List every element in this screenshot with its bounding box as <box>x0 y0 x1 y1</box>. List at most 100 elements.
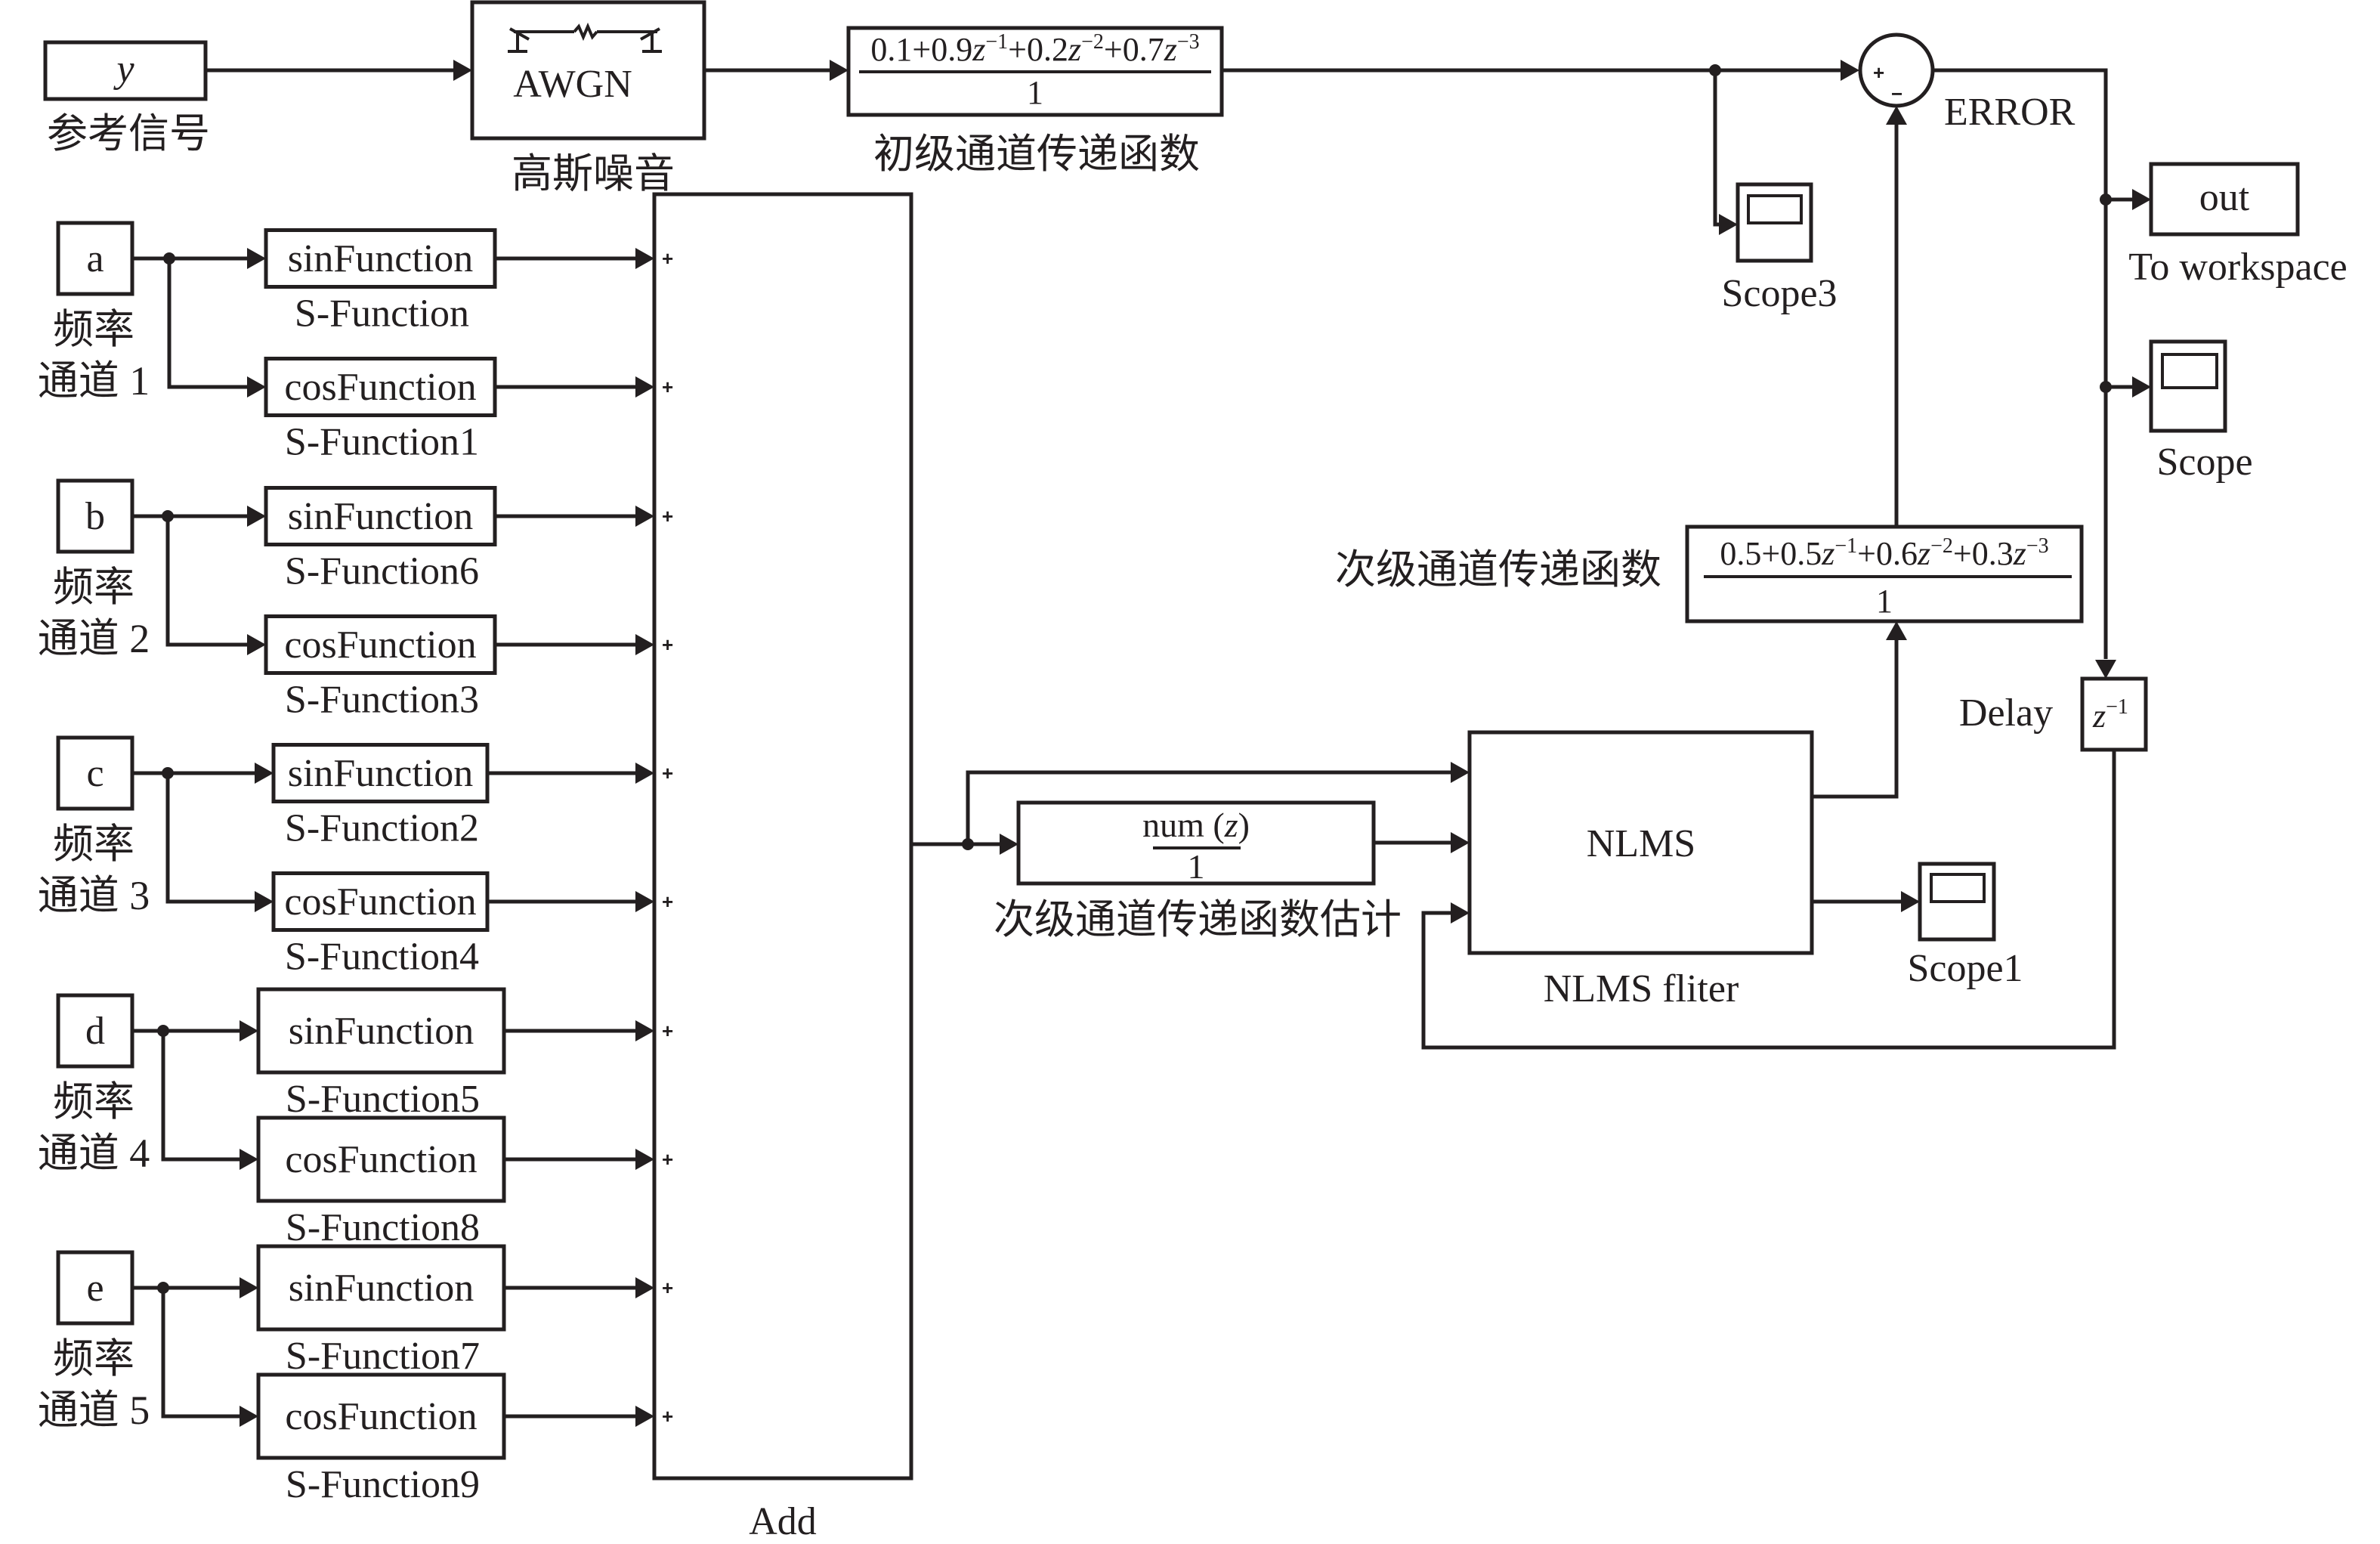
arrow-head <box>635 248 654 269</box>
add-input-sign: + <box>662 1276 673 1299</box>
cos-function-block[interactable]: cosFunction <box>271 871 490 932</box>
add-input-sign: + <box>662 1020 673 1042</box>
primary-transfer-function-block[interactable]: 0.1+0.9z−1+0.2z−2+0.7z−3 1 <box>846 26 1224 117</box>
sin-function-text: sinFunction <box>289 1267 474 1310</box>
arrow-head <box>635 1149 654 1170</box>
primary-tf-numerator: 0.1+0.9z−1+0.2z−2+0.7z−3 <box>870 30 1199 68</box>
cos-function-text: cosFunction <box>284 623 476 667</box>
sin-function-block[interactable]: sinFunction <box>264 228 497 289</box>
cos-function-text: cosFunction <box>284 880 476 924</box>
scope-label: Scope <box>2156 441 2252 484</box>
awgn-block[interactable]: AWGN <box>470 0 706 141</box>
cos-function-block[interactable]: cosFunction <box>264 357 497 417</box>
channel-source-block[interactable]: d <box>56 993 134 1069</box>
arrow-head <box>255 763 274 784</box>
channel-source-block[interactable]: c <box>56 735 134 811</box>
cos-function-block[interactable]: cosFunction <box>256 1372 506 1460</box>
cos-function-name: S-Function3 <box>285 679 479 722</box>
reference-signal-label: 参考信号 <box>47 111 210 156</box>
scope-block[interactable] <box>2149 339 2227 433</box>
channel-source-block[interactable]: a <box>56 221 134 296</box>
wire-to-scope3 <box>1713 70 1720 227</box>
cos-function-block[interactable]: cosFunction <box>256 1115 506 1203</box>
add-label: Add <box>749 1500 817 1543</box>
channel-label-line1: 频率 <box>53 822 134 867</box>
arrow-head <box>1886 621 1907 640</box>
awgn-channel-icon <box>508 22 662 53</box>
channel-label-line1: 频率 <box>53 1079 134 1125</box>
arrow-head <box>240 1277 258 1298</box>
scope1-block[interactable] <box>1918 862 1996 942</box>
add-input-sign: + <box>662 376 673 398</box>
secondary-tf-numerator: 0.5+0.5z−1+0.6z−2+0.3z−3 <box>1720 534 2048 572</box>
channel-label-line2: 通道 5 <box>38 1388 150 1433</box>
sin-function-block[interactable]: sinFunction <box>256 1244 506 1332</box>
secondary-estimate-block[interactable]: num (z) 1 <box>1016 800 1376 886</box>
cos-function-text: cosFunction <box>284 366 476 409</box>
sum-block[interactable]: + − <box>1858 32 1935 108</box>
arrow-head <box>247 376 266 398</box>
arrow-head <box>1719 214 1738 235</box>
awgn-block-text: AWGN <box>513 63 632 106</box>
delay-block-text: z−1 <box>2092 695 2128 735</box>
add-block[interactable] <box>652 192 913 1481</box>
reference-signal-block[interactable]: y <box>43 40 208 101</box>
arrow-head <box>247 248 266 269</box>
channel-source-block[interactable]: e <box>56 1250 134 1326</box>
arrow-head <box>1000 834 1018 855</box>
cos-function-block[interactable]: cosFunction <box>264 614 497 675</box>
arrow-head <box>1901 891 1920 912</box>
sin-function-block[interactable]: sinFunction <box>256 987 506 1075</box>
sin-function-block[interactable]: sinFunction <box>271 743 490 803</box>
cos-function-text: cosFunction <box>285 1138 477 1181</box>
nlms-block-text: NLMS <box>1587 822 1695 865</box>
arrow-head <box>635 1020 654 1041</box>
channel-source-block[interactable]: b <box>56 478 134 554</box>
sin-function-name: S-Function5 <box>286 1078 480 1121</box>
wire-source-to-cos <box>161 1288 240 1419</box>
estimate-denominator: 1 <box>1188 847 1205 886</box>
add-input-sign: + <box>662 505 673 528</box>
channel-source-text: b <box>85 495 105 538</box>
channel-label-line1: 频率 <box>53 565 134 610</box>
channel-source-text: d <box>85 1010 105 1053</box>
arrow-head <box>1451 832 1470 853</box>
arrow-head <box>635 891 654 912</box>
scope-screen-icon <box>1747 194 1803 224</box>
estimate-numerator: num (z) <box>1142 806 1250 844</box>
delay-block[interactable]: z−1 <box>2080 676 2148 752</box>
add-input-sign: + <box>662 762 673 784</box>
to-workspace-label: To workspace <box>2128 246 2347 289</box>
cos-function-name: S-Function1 <box>285 421 479 464</box>
arrow-head <box>240 1020 258 1041</box>
wire-error-bus <box>1933 68 2108 659</box>
to-workspace-block[interactable]: out <box>2149 162 2300 237</box>
nlms-block[interactable]: NLMS <box>1467 730 1814 955</box>
arrow-head <box>1451 762 1470 783</box>
wire-source-to-cos <box>161 1031 240 1162</box>
error-label: ERROR <box>1944 91 2076 134</box>
sin-function-text: sinFunction <box>288 752 474 795</box>
scope3-block[interactable] <box>1736 182 1813 263</box>
channel-source-text: a <box>86 237 104 280</box>
add-input-sign: + <box>662 633 673 656</box>
primary-tf-label: 初级通道传递函数 <box>873 132 1200 177</box>
add-input-sign: + <box>662 247 673 270</box>
sum-minus-sign: − <box>1891 82 1902 105</box>
secondary-transfer-function-block[interactable]: 0.5+0.5z−1+0.6z−2+0.3z−3 1 <box>1685 524 2084 623</box>
secondary-tf-label: 次级通道传递函数 <box>1335 547 1661 593</box>
wire-delay-feedback <box>1421 750 2116 1050</box>
sin-function-text: sinFunction <box>289 1010 474 1053</box>
add-input-sign: + <box>662 890 673 913</box>
channel-label-line1: 频率 <box>53 1336 134 1382</box>
sin-function-block[interactable]: sinFunction <box>264 486 497 546</box>
sin-function-name: S-Function6 <box>285 550 479 593</box>
channel-label-line2: 通道 2 <box>38 616 150 661</box>
arrow-head <box>453 60 472 81</box>
primary-tf-denominator: 1 <box>1027 74 1043 111</box>
